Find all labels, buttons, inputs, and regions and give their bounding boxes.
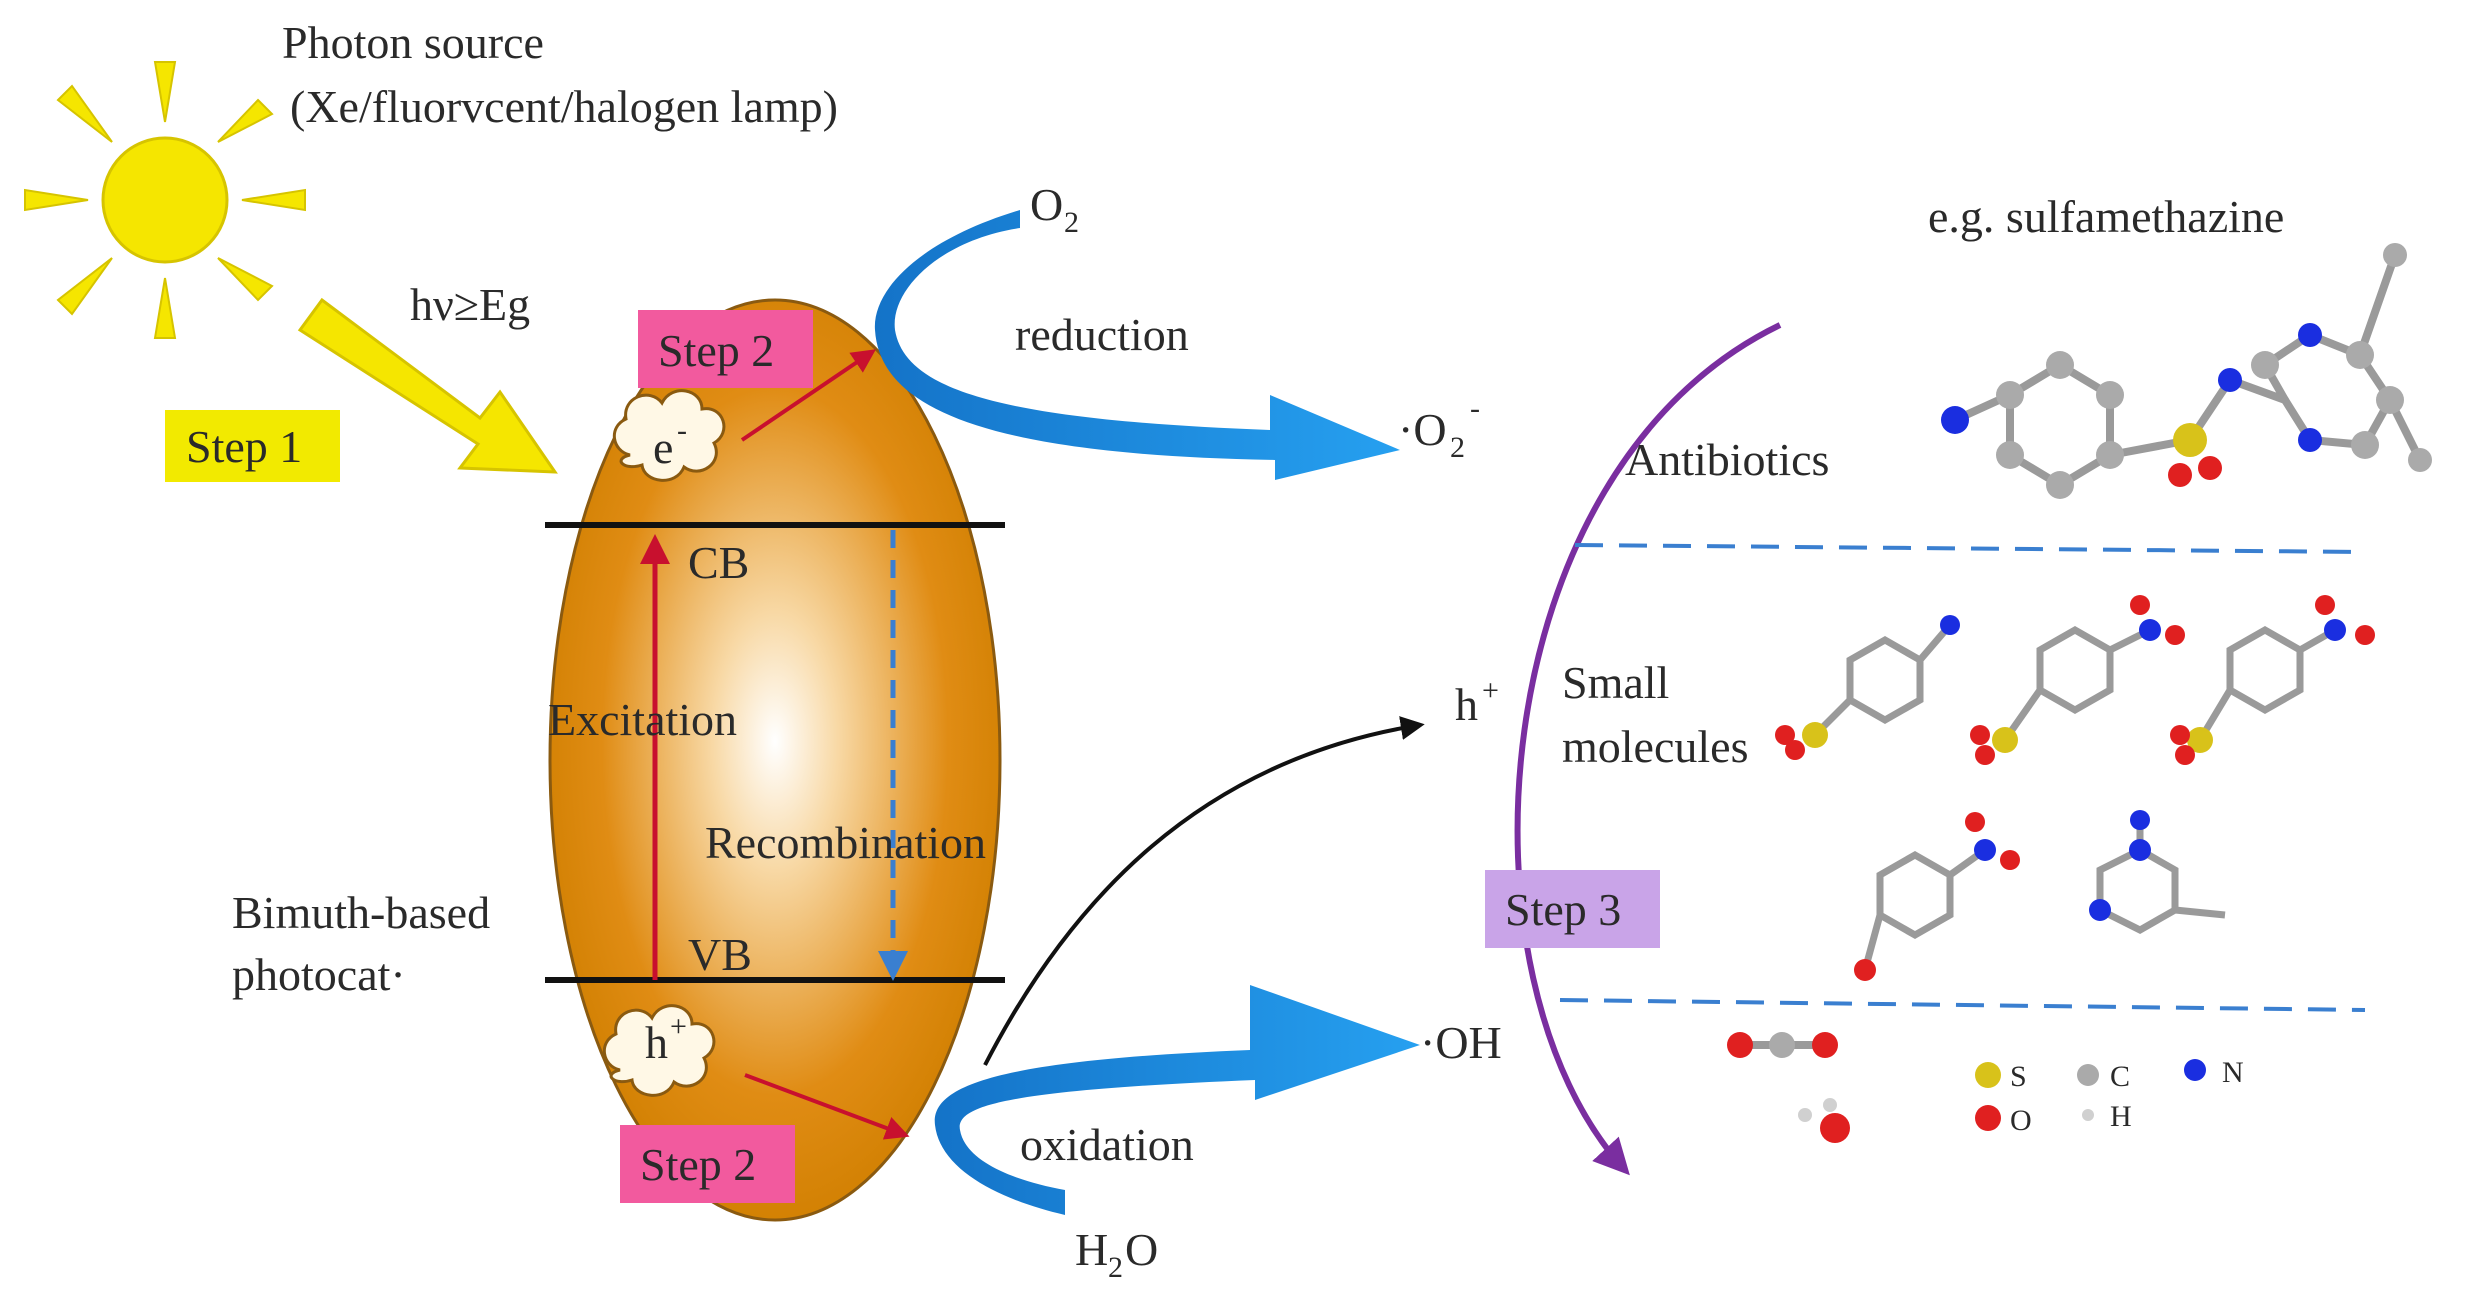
step2-bottom-label: Step 2	[640, 1139, 756, 1190]
recombination-label: Recombination	[705, 817, 986, 868]
electron-transfer-arrow	[740, 349, 876, 442]
hole-symbol: h	[645, 1017, 668, 1068]
separator-antibiotics	[1574, 543, 2366, 554]
oxidation-label: oxidation	[1020, 1119, 1194, 1170]
small-molecules-line2: molecules	[1562, 721, 1749, 772]
hole-plus-label: h	[1455, 679, 1478, 730]
photocatalyst-label-line1: Bimuth-based	[232, 887, 490, 938]
example-compound: e.g. sulfamethazine	[1928, 191, 2284, 242]
photon-source-subtitle: (Xe/fluorvcent/halogen lamp)	[290, 81, 838, 132]
step3-label: Step 3	[1505, 884, 1621, 935]
reduction-arrow	[874, 210, 1400, 480]
degradation-pathway-arc	[1514, 322, 1782, 1176]
hole-plus-sup: +	[1482, 674, 1499, 707]
photocatalyst-particle	[548, 298, 1002, 1222]
electron-symbol: e	[653, 422, 673, 473]
legend-c: C	[2110, 1060, 2130, 1093]
reduction-label: reduction	[1015, 309, 1189, 360]
legend-h: H	[2110, 1100, 2132, 1133]
oxidation-arrow	[934, 985, 1420, 1215]
water-molecule-icon	[1798, 1098, 1850, 1143]
small-molecules-line1: Small	[1562, 657, 1669, 708]
water-o: O	[1125, 1224, 1158, 1275]
photocatalyst-label-line2: photocat·	[232, 949, 406, 1000]
legend-o: O	[2010, 1104, 2032, 1137]
atom-legend: S C N O H	[1975, 1056, 2244, 1137]
step1-label: Step 1	[186, 421, 302, 472]
light-arrow	[297, 297, 558, 474]
legend-s: S	[2010, 1060, 2027, 1093]
superoxide-product: ·O	[1398, 404, 1447, 455]
superoxide-sup: -	[1470, 392, 1480, 425]
o2-reactant: O	[1030, 179, 1063, 230]
excitation-label: Excitation	[548, 694, 737, 745]
hole-migration-arrow	[983, 716, 1425, 1066]
electron-charge: -	[677, 414, 687, 447]
water-sub: 2	[1108, 1251, 1123, 1284]
cb-label: CB	[688, 537, 749, 588]
hole-cloud-icon	[603, 1004, 716, 1097]
step3-badge	[1485, 870, 1660, 948]
superoxide-sub: 2	[1450, 431, 1465, 464]
step2-bottom-badge	[620, 1125, 795, 1203]
sulfamethazine-molecule-icon	[1941, 243, 2432, 499]
sun-icon	[24, 61, 306, 339]
hole-charge: +	[670, 1010, 687, 1043]
o2-reactant-sub: 2	[1064, 206, 1079, 239]
small-molecule-5-icon	[2089, 810, 2226, 934]
small-molecule-1-icon	[1775, 615, 1960, 760]
electron-cloud-icon	[613, 389, 726, 482]
step2-top-badge	[638, 310, 813, 388]
small-molecule-2-icon	[1970, 595, 2185, 765]
photon-source-title: Photon source	[282, 17, 544, 68]
separator-small-molecules	[1559, 998, 2366, 1012]
hydroxyl-product: ·OH	[1420, 1017, 1502, 1068]
small-molecule-4-icon	[1854, 812, 2020, 981]
step2-top-label: Step 2	[658, 325, 774, 376]
vb-label: VB	[688, 929, 752, 980]
antibiotics-label: Antibiotics	[1625, 434, 1829, 485]
energy-condition: hν≥Eg	[410, 279, 530, 330]
co2-molecule-icon	[1727, 1032, 1838, 1058]
hole-transfer-arrow	[744, 1073, 910, 1140]
water-h: H	[1075, 1224, 1108, 1275]
small-molecule-3-icon	[2170, 595, 2375, 765]
legend-n: N	[2222, 1056, 2244, 1089]
step1-badge	[165, 410, 340, 482]
